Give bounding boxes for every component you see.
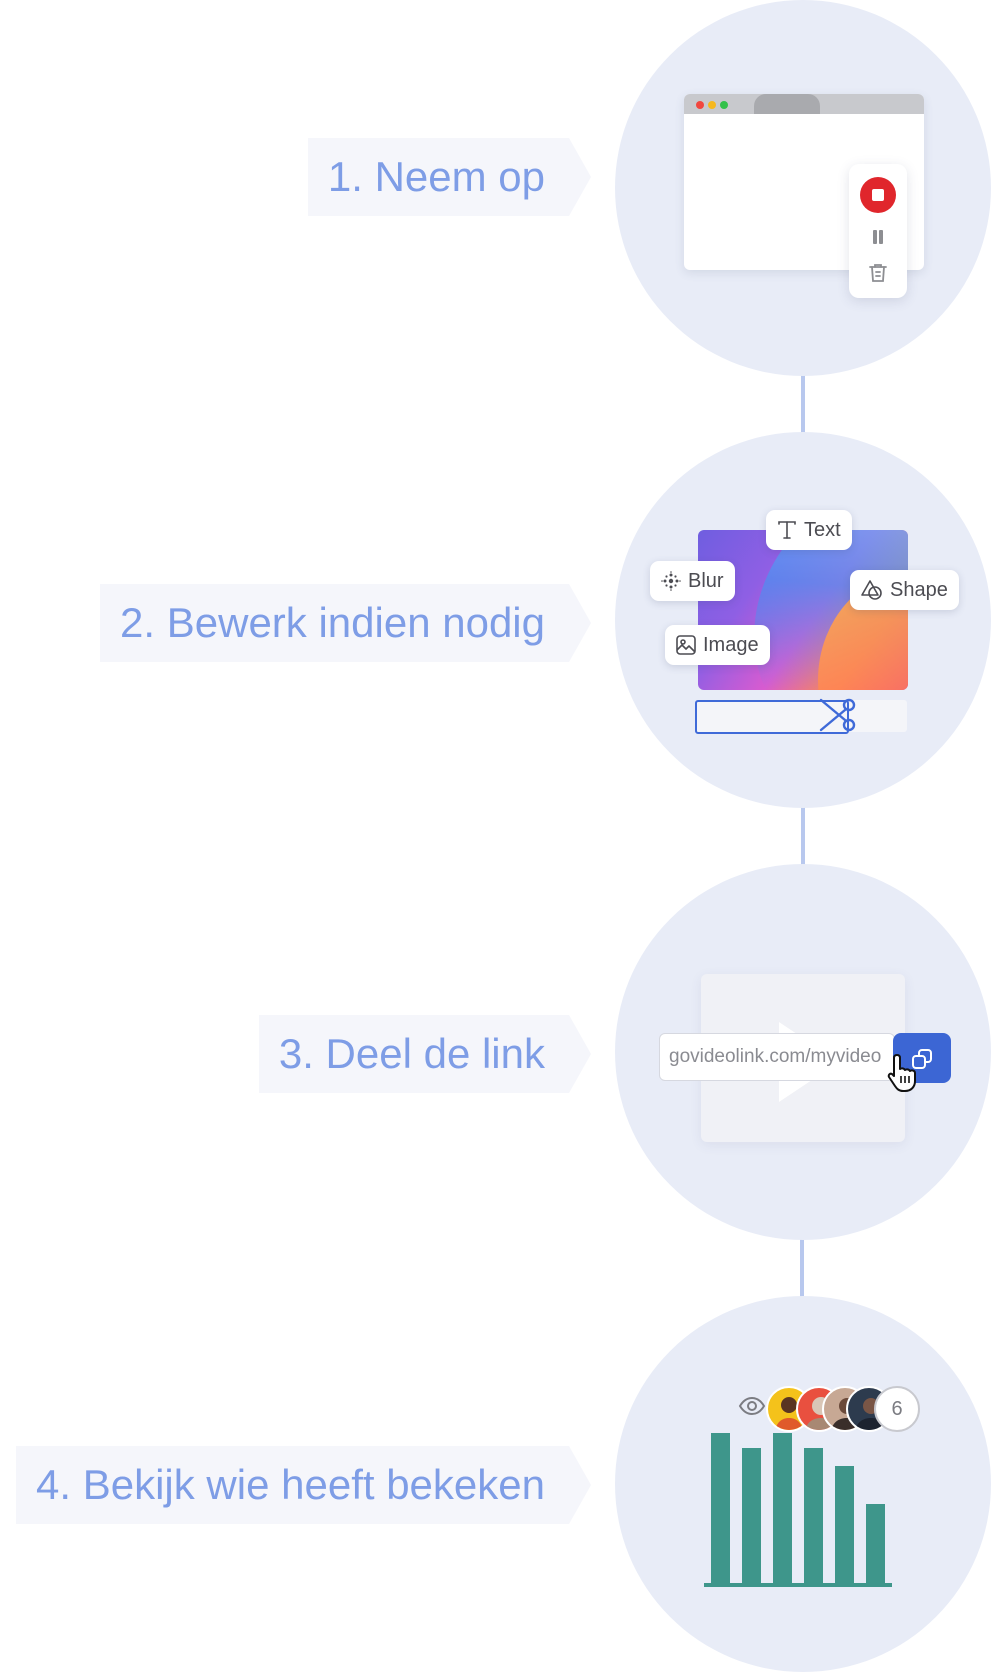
step-2-label: 2. Bewerk indien nodig [100,584,591,662]
copy-link-button[interactable] [893,1033,951,1083]
viewer-count-badge[interactable]: 6 [874,1386,920,1432]
stop-record-button[interactable] [860,177,896,213]
chart-bar [804,1448,823,1583]
step-1-label: 1. Neem op [307,138,592,216]
shape-icon [861,580,882,600]
step-connector-2 [801,806,805,866]
chart-bar [711,1433,730,1583]
avatar-person-icon [774,1397,804,1430]
timeline-trim-selection[interactable] [695,700,849,734]
blur-tool[interactable]: Blur [650,561,735,601]
chart-bar [742,1448,761,1583]
shape-tool-label: Shape [890,578,948,601]
pause-icon[interactable] [872,230,884,244]
blur-tool-label: Blur [688,569,724,592]
window-maximize-dot [720,101,728,109]
scissors-icon[interactable] [817,696,857,734]
step-4-circle [615,1296,991,1672]
text-tool[interactable]: Text [766,510,852,550]
share-link-field[interactable]: govideolink.com/myvideo [659,1033,895,1081]
browser-tab[interactable] [754,94,820,114]
step-3-label: 3. Deel de link [258,1015,592,1093]
step-connector-3 [800,1238,804,1298]
window-minimize-dot [708,101,716,109]
eye-icon [738,1396,766,1416]
step-connector-1 [801,374,805,434]
blur-icon [661,571,681,591]
copy-icon [912,1049,932,1069]
chart-baseline [704,1583,892,1587]
text-icon [778,521,796,539]
pointer-cursor-icon [887,1054,916,1092]
text-tool-label: Text [804,518,841,541]
shape-tool[interactable]: Shape [850,570,959,610]
window-close-dot [696,101,704,109]
video-timeline[interactable] [695,700,907,732]
recording-controls [849,164,907,298]
trash-icon[interactable] [866,261,890,285]
image-tool-label: Image [703,633,759,656]
image-tool[interactable]: Image [665,625,770,665]
video-thumbnail [698,530,908,690]
chart-bar [866,1503,885,1583]
chart-bar [773,1433,792,1583]
chart-bar [835,1466,854,1583]
browser-title-bar [684,94,924,114]
image-icon [676,635,696,655]
step-4-label: 4. Bekijk wie heeft bekeken [16,1446,591,1524]
